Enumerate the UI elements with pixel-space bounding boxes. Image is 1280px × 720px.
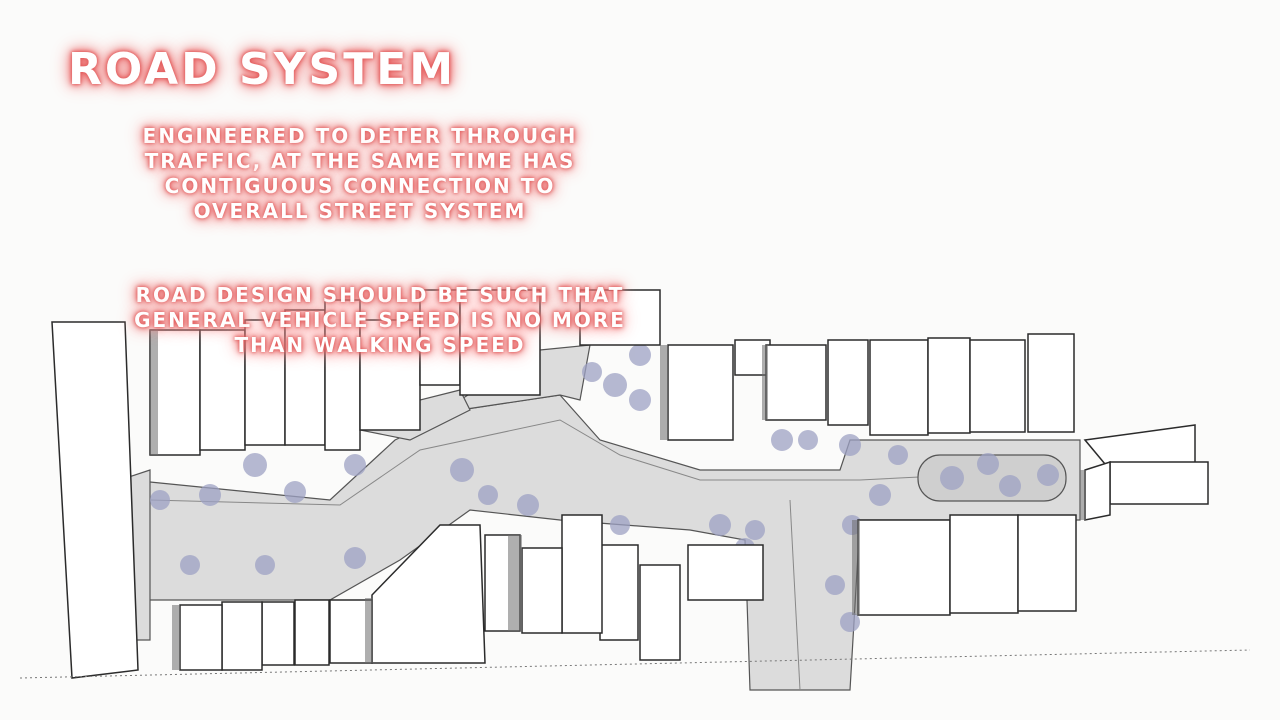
buildings xyxy=(51,289,1209,679)
note-through-traffic: ENGINEERED TO DETER THROUGH TRAFFIC, AT … xyxy=(142,124,578,223)
road-centerline xyxy=(149,419,1061,506)
ground-line xyxy=(19,649,1251,679)
building-shadows xyxy=(150,330,1086,670)
note-walking-speed: ROAD DESIGN SHOULD BE SUCH THAT GENERAL … xyxy=(134,283,626,357)
slide-title: ROAD SYSTEM xyxy=(68,44,457,95)
south-branch-centerline xyxy=(789,499,801,691)
